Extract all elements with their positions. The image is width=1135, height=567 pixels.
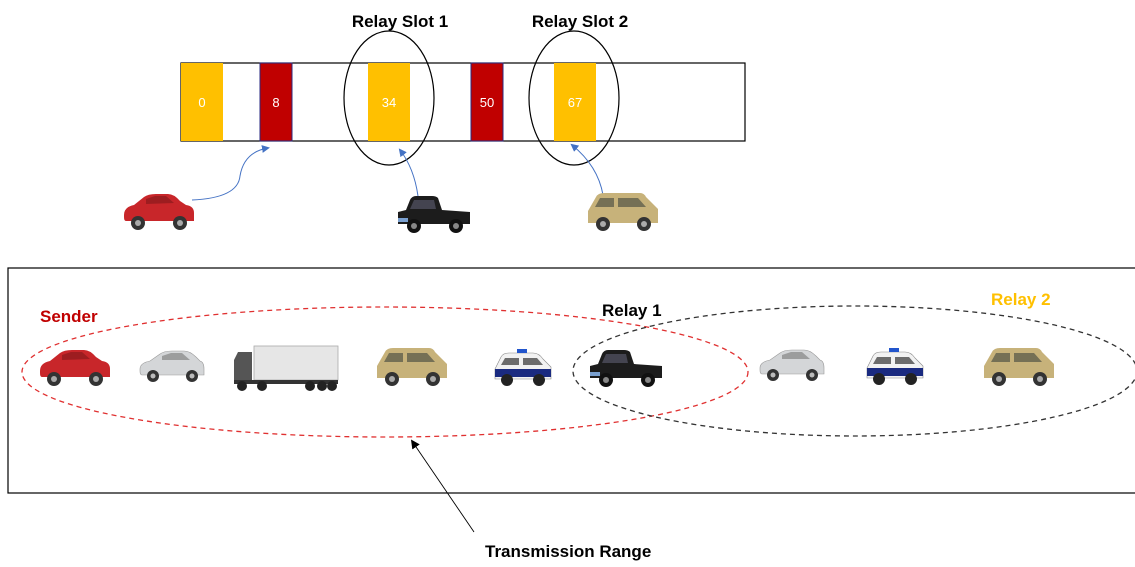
slot-34: 34	[368, 63, 410, 141]
tan-suv-icon	[377, 348, 447, 386]
silver-car-icon	[759, 349, 825, 381]
red-car-icon	[40, 350, 110, 386]
black-pickup-icon	[398, 196, 470, 233]
slot-8-label: 8	[272, 95, 279, 110]
relay-slot-1-circle	[343, 30, 435, 166]
black-pickup-icon	[590, 350, 662, 387]
red-car-icon	[124, 194, 194, 230]
slot-0-box	[181, 63, 223, 141]
slot-0: 0	[181, 63, 223, 141]
pointer-arrow-relay-1	[398, 148, 419, 197]
pointer-arrow-relay-2	[570, 143, 604, 196]
slot-34-box	[368, 63, 410, 141]
slot-50-box	[470, 62, 504, 142]
sender-transmission-range	[21, 306, 749, 438]
tan-suv-icon	[984, 348, 1054, 386]
silver-car-icon	[139, 350, 205, 382]
slot-0-label: 0	[198, 95, 205, 110]
relay-slot-2-label: Relay Slot 2	[532, 12, 628, 31]
sender-label: Sender	[40, 307, 98, 326]
slot-50-label: 50	[480, 95, 494, 110]
relay-1-label: Relay 1	[602, 301, 662, 320]
slot-8-box	[259, 62, 293, 142]
slot-34-label: 34	[382, 95, 396, 110]
pointer-arrow-sender	[191, 145, 270, 201]
slot-50: 50	[470, 62, 504, 142]
road-panel	[7, 267, 1135, 494]
slot-67: 67	[554, 63, 596, 141]
transmission-range-label: Transmission Range	[485, 542, 651, 561]
police-car-icon	[494, 349, 552, 386]
truck-icon	[234, 345, 339, 391]
relay-slot-1-label: Relay Slot 1	[352, 12, 448, 31]
slot-67-label: 67	[568, 95, 582, 110]
relay-2-label: Relay 2	[991, 290, 1051, 309]
transmission-range-arrow	[410, 439, 475, 533]
police-car-icon	[866, 348, 924, 385]
relay-slot-2-circle	[528, 30, 620, 166]
tan-suv-icon	[588, 193, 658, 231]
relay-1-transmission-range	[572, 305, 1135, 437]
slot-8: 8	[259, 62, 293, 142]
slot-67-box	[554, 63, 596, 141]
